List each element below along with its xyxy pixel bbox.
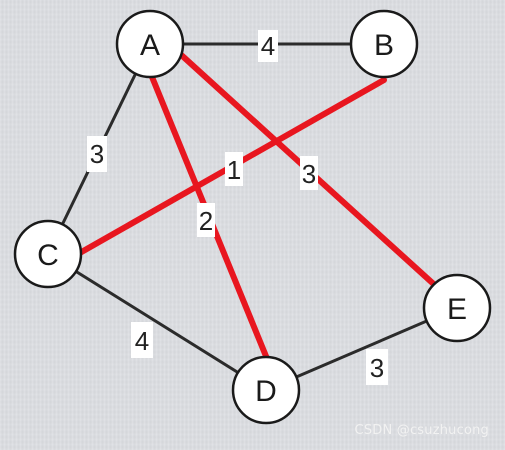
- weight-label-a-b: 4: [258, 30, 278, 62]
- svg-text:B: B: [374, 29, 394, 62]
- node-c: C: [13, 219, 83, 289]
- svg-text:2: 2: [199, 206, 213, 236]
- node-a: A: [115, 9, 185, 79]
- svg-text:A: A: [140, 29, 160, 62]
- svg-text:C: C: [37, 239, 59, 272]
- weight-label-a-c: 3: [87, 136, 107, 172]
- svg-text:3: 3: [90, 139, 104, 169]
- svg-text:4: 4: [261, 31, 275, 61]
- edge-c-d: [46, 252, 268, 392]
- weight-label-a-e: 3: [300, 156, 318, 190]
- svg-text:3: 3: [302, 159, 316, 189]
- weight-label-b-c: 1: [225, 152, 243, 186]
- svg-text:E: E: [447, 293, 467, 326]
- weight-label-c-d: 4: [131, 322, 153, 358]
- watermark-text: CSDN @csuzhucong: [354, 423, 489, 438]
- weight-label-d-e: 3: [366, 349, 388, 385]
- svg-text:1: 1: [227, 155, 241, 185]
- svg-text:4: 4: [135, 326, 149, 356]
- weight-label-a-d: 2: [197, 203, 215, 237]
- node-d: D: [231, 355, 301, 425]
- node-e: E: [422, 273, 492, 343]
- svg-text:D: D: [255, 375, 277, 408]
- node-b: B: [349, 9, 419, 79]
- edge-d-e: [264, 306, 459, 392]
- svg-text:3: 3: [370, 353, 384, 383]
